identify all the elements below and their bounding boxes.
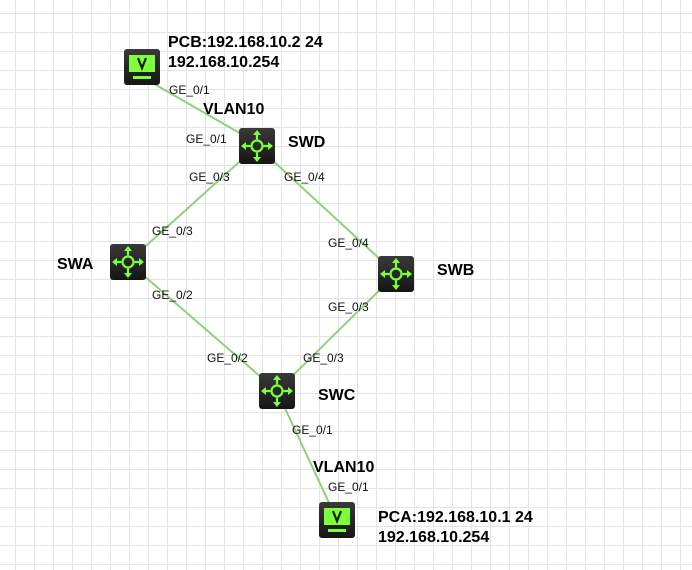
port-label: GE_0/2	[152, 288, 193, 302]
link-swd-swa	[127, 145, 258, 263]
pcb-device-icon[interactable]	[122, 47, 162, 87]
link-swb-swc	[276, 273, 397, 392]
port-label: GE_0/2	[207, 351, 248, 365]
pca-gateway-label: 192.168.10.254	[378, 529, 489, 546]
port-label: GE_0/1	[169, 83, 210, 97]
link-swc-pca	[276, 390, 338, 521]
port-label: GE_0/3	[303, 351, 344, 365]
swd-name-label: SWD	[288, 134, 325, 151]
vlan-label-bottom: VLAN10	[313, 459, 374, 476]
port-label: GE_0/1	[328, 480, 369, 494]
swc-switch-icon[interactable]	[257, 371, 297, 411]
vlan-label-top: VLAN10	[203, 101, 264, 118]
link-swd-swb	[256, 145, 397, 275]
pcb-gateway-label: 192.168.10.254	[168, 54, 279, 71]
port-label: GE_0/4	[328, 236, 369, 250]
swb-switch-icon[interactable]	[376, 254, 416, 294]
pca-device-icon[interactable]	[317, 500, 357, 540]
link-swa-swc	[127, 261, 278, 392]
port-label: GE_0/3	[328, 300, 369, 314]
swb-name-label: SWB	[437, 262, 474, 279]
link-pcb-swd	[141, 76, 258, 144]
swa-switch-icon[interactable]	[108, 242, 148, 282]
pcb-ip-label: PCB:192.168.10.2 24	[168, 34, 323, 51]
swc-name-label: SWC	[318, 387, 356, 404]
swd-switch-icon[interactable]	[237, 126, 277, 166]
pca-ip-label: PCA:192.168.10.1 24	[378, 509, 533, 526]
port-label: GE_0/1	[292, 423, 333, 437]
port-label: GE_0/1	[186, 132, 227, 146]
port-label: GE_0/3	[152, 224, 193, 238]
port-label: GE_0/3	[189, 170, 230, 184]
port-label: GE_0/4	[284, 170, 325, 184]
swa-name-label: SWA	[57, 256, 94, 273]
